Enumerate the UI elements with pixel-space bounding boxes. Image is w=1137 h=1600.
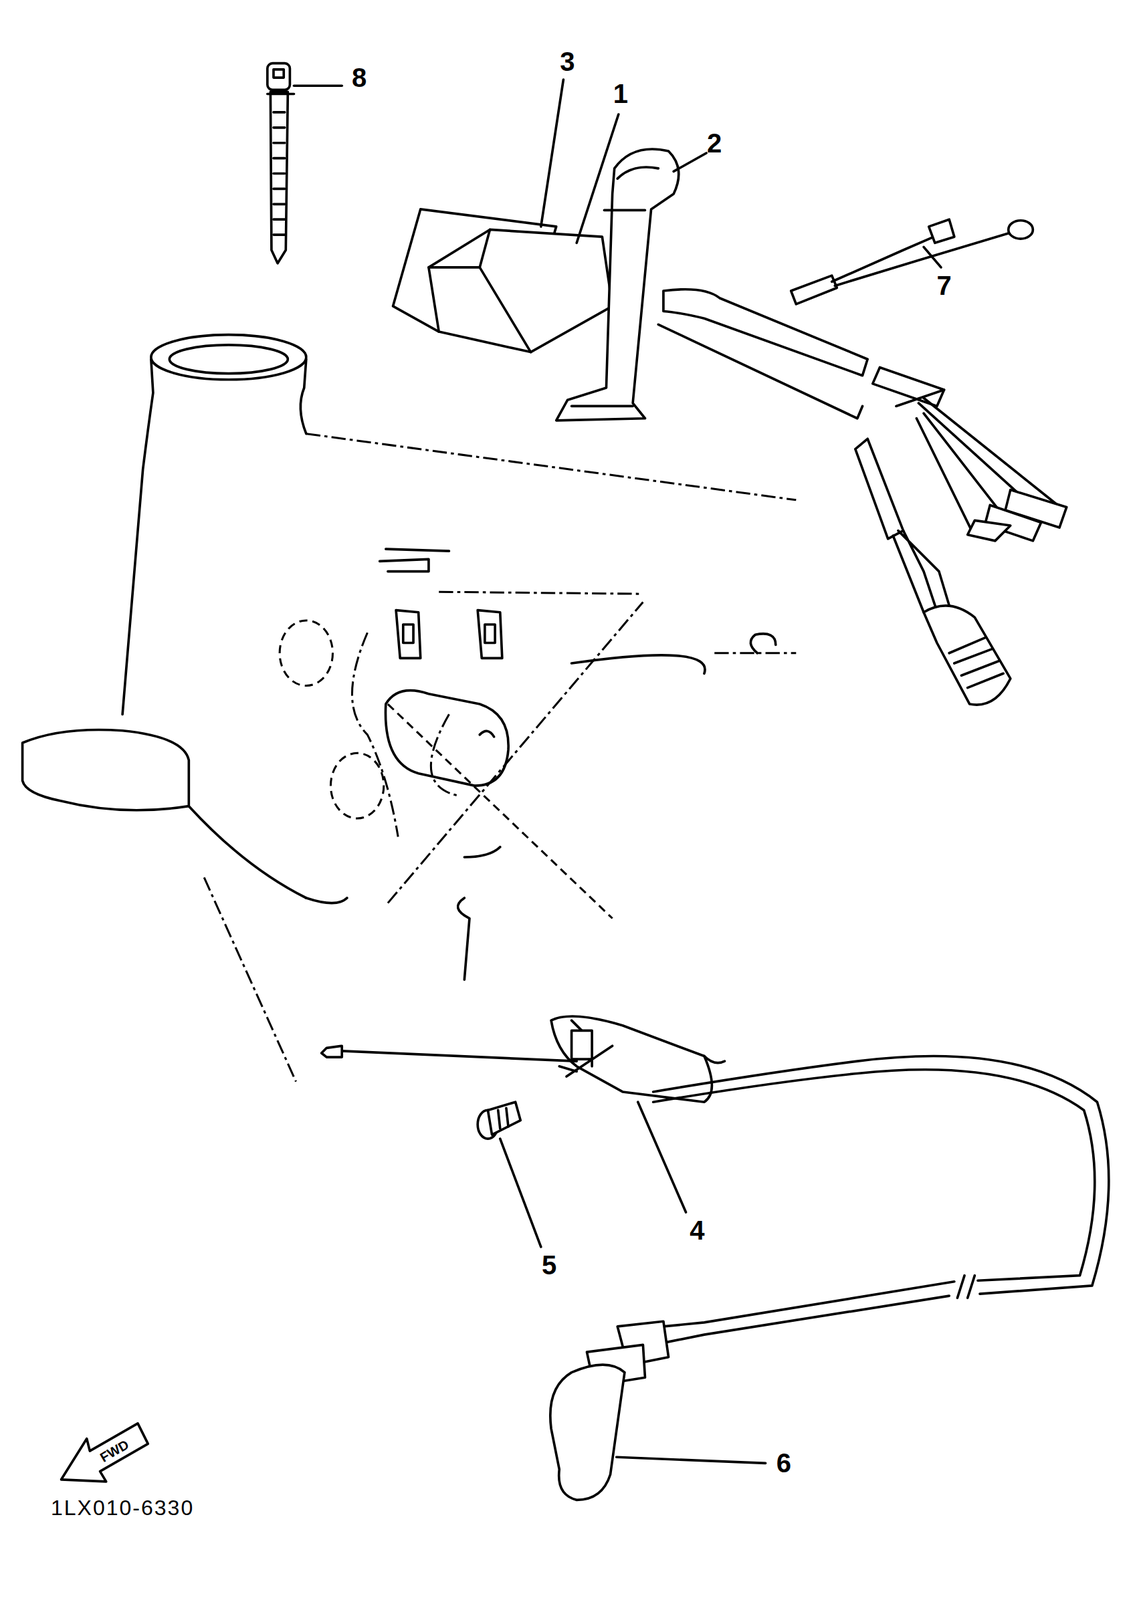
- callout-number: 1: [613, 80, 629, 108]
- callout-number: 2: [706, 129, 722, 157]
- wire-harness: [658, 289, 1067, 705]
- callout-number: 6: [776, 1450, 792, 1477]
- coil-lead: [321, 1046, 578, 1062]
- screw: [477, 1102, 521, 1140]
- callout-number: 7: [936, 272, 952, 299]
- callout-number: 8: [351, 64, 367, 91]
- lead-wire: [791, 219, 1034, 305]
- cdi-unit: [428, 229, 613, 352]
- diagram-code: 1LX010-6330: [50, 1497, 194, 1519]
- leader-lines: [293, 79, 942, 1464]
- direction-label: FWD: [97, 1437, 131, 1465]
- cable-tie: [267, 63, 295, 264]
- plug-cap: [550, 1321, 669, 1501]
- frame-outline: [22, 335, 797, 1083]
- forward-arrow: [61, 1423, 149, 1483]
- callout-number: 3: [559, 48, 575, 75]
- callout-number: 4: [689, 1217, 705, 1245]
- rubber-band: [556, 149, 679, 421]
- callout-number: 5: [541, 1252, 557, 1279]
- ignition-coil: [551, 1016, 1109, 1343]
